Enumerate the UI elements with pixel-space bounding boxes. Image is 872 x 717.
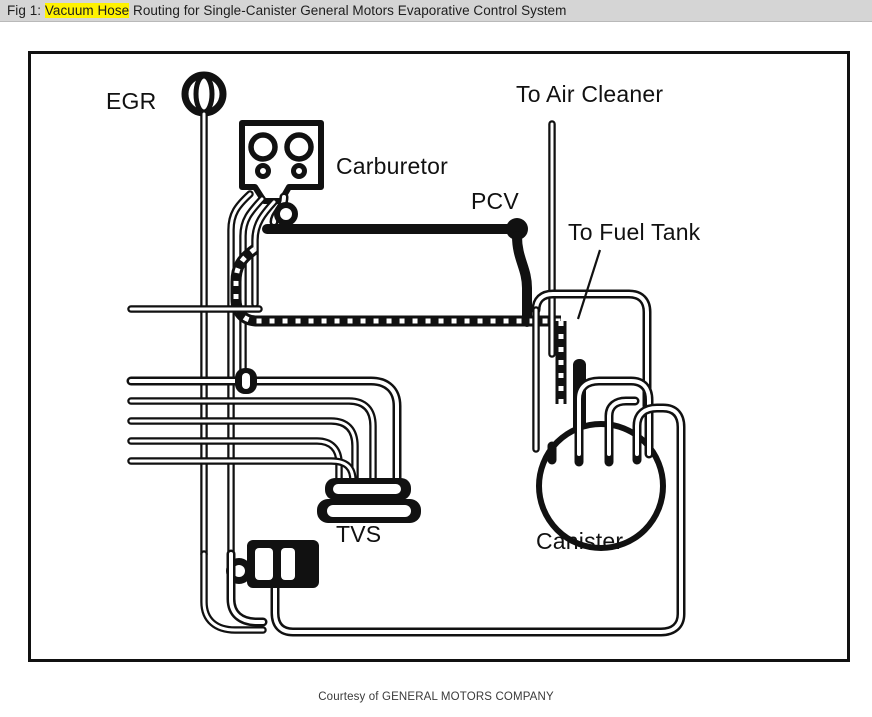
canister-upper-hoses xyxy=(531,289,652,453)
carburetor-pcv-port xyxy=(269,192,298,227)
tvs-hoses xyxy=(200,549,268,634)
figure-area: .hose-outer { fill:none; stroke:#111111;… xyxy=(0,22,872,717)
diagram-labels: EGR Carburetor PCV To Air Cleaner To Fue… xyxy=(106,81,701,554)
pcv-downleg-hose xyxy=(512,231,532,327)
carburetor-body xyxy=(239,120,324,204)
carburetor-left-port-hoses xyxy=(227,190,278,558)
figure-caption-bar: Fig 1: Vacuum Hose Routing for Single-Ca… xyxy=(0,0,872,22)
label-pcv: PCV xyxy=(471,188,519,214)
to-fuel-tank-leader xyxy=(576,249,602,320)
egr-valve-icon xyxy=(181,71,227,117)
caption-highlight: Vacuum Hose xyxy=(44,3,130,18)
main-hose-bundle xyxy=(126,376,402,492)
label-canister: Canister xyxy=(536,528,623,554)
vacuum-routing-diagram: .hose-outer { fill:none; stroke:#111111;… xyxy=(106,71,701,637)
label-tvs: TVS xyxy=(336,521,381,547)
caption-prefix: Fig 1: xyxy=(7,3,45,18)
courtesy-note: Courtesy of GENERAL MOTORS COMPANY xyxy=(318,691,554,703)
label-carburetor: Carburetor xyxy=(336,153,448,179)
hose-clamp-icon xyxy=(235,368,257,394)
canister-right-return-hose xyxy=(270,403,686,637)
inline-valve-icon xyxy=(317,478,421,523)
caption-suffix: Routing for Single-Canister General Moto… xyxy=(129,3,567,18)
tvs-body xyxy=(226,540,319,588)
label-to-fuel-tank: To Fuel Tank xyxy=(568,219,701,245)
carburetor-to-pcv-hose xyxy=(262,218,528,240)
label-to-air-cleaner: To Air Cleaner xyxy=(516,81,663,107)
figure-caption: Fig 1: Vacuum Hose Routing for Single-Ca… xyxy=(0,3,566,18)
canister-top-loops xyxy=(574,376,654,459)
diagram-frame: .hose-outer { fill:none; stroke:#111111;… xyxy=(28,51,850,662)
ribbed-vapor-hose xyxy=(230,244,561,327)
label-egr: EGR xyxy=(106,88,156,114)
